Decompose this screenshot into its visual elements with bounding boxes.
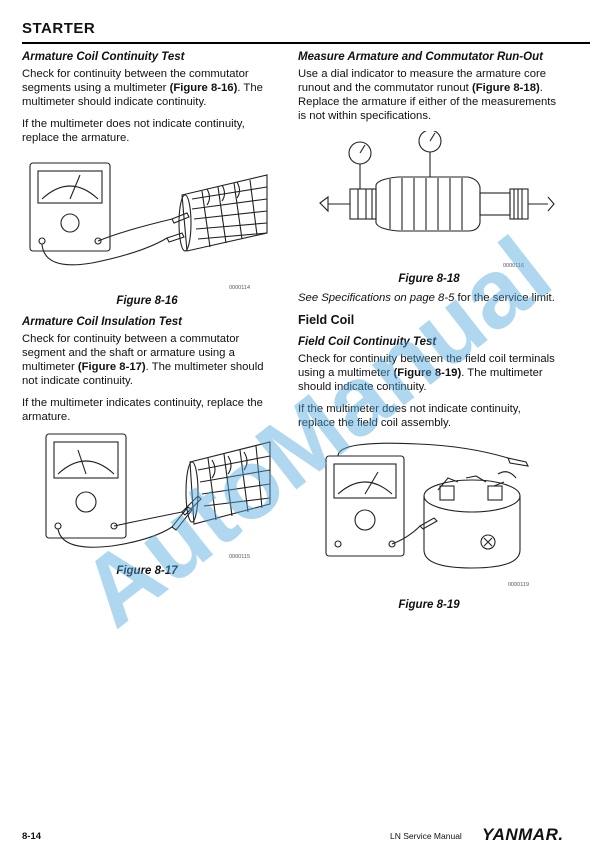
field-coil-continuity-heading: Field Coil Continuity Test: [298, 336, 437, 348]
text-run: Check for continuity between the commuta…: [22, 68, 249, 94]
text-run: Check for continuity between a commutato…: [22, 333, 240, 373]
image-id: 0000114: [229, 285, 251, 291]
image-id: 0000115: [229, 554, 251, 560]
armature-replace-paragraph: If the multimeter does not indicate cont…: [22, 118, 245, 144]
multimeter-armature-illustration: [29, 162, 268, 266]
dial-indicator-illustration: [319, 129, 555, 232]
figure-reference: (Figure 8-19): [393, 367, 462, 379]
image-id: 0000119: [508, 582, 530, 588]
specifications-paragraph: See Specifications on page 8-5 for the s…: [298, 291, 560, 305]
armature-coil-continuity-heading: Armature Coil Continuity Test: [22, 51, 185, 63]
section-title: STARTER: [22, 20, 96, 37]
right-column: Measure Armature and Commutator Run-Out …: [298, 50, 560, 618]
text-run: Use a dial indicator to measure the arma…: [298, 68, 547, 94]
field-coil-multimeter-illustration: [325, 442, 529, 569]
manual-name: LN Service Manual: [390, 831, 462, 841]
armature-replace-paragraph-2: If the multimeter indicates continuity, …: [22, 397, 263, 423]
text-run: . The multimeter should indicate continu…: [22, 82, 263, 108]
header-rule: [22, 42, 590, 44]
figure-8-18: 0000116 Figure 8-18: [298, 129, 560, 291]
figure-8-16: 0000114 Figure 8-16: [22, 153, 272, 307]
text-run: . The multimeter should indicate continu…: [298, 367, 543, 393]
armature-coil-insulation-heading: Armature Coil Insulation Test: [22, 316, 182, 328]
field-coil-paragraph: Check for continuity between the field c…: [298, 352, 560, 394]
image-id: 0000116: [503, 263, 525, 269]
left-column: Armature Coil Continuity Test Check for …: [22, 50, 272, 582]
page-header: STARTER: [22, 20, 590, 44]
page-footer: 8-14 LN Service Manual YANMAR.: [22, 825, 590, 845]
field-coil-replace-paragraph: If the multimeter does not indicate cont…: [298, 403, 521, 429]
figure-reference: (Figure 8-16): [169, 82, 238, 94]
figure-8-17: 0000115 Figure 8-17: [22, 432, 272, 582]
text-run: . The multimeter should not indicate con…: [22, 361, 264, 387]
figure-8-19: 0000119 Figure 8-19: [298, 438, 560, 618]
figure-reference: (Figure 8-17): [77, 361, 146, 373]
runout-paragraph: Use a dial indicator to measure the arma…: [298, 67, 560, 123]
text-run: . Replace the armature if either of the …: [298, 82, 557, 122]
text-run: for the service limit.: [454, 292, 555, 304]
multimeter-insulation-illustration: [45, 433, 271, 548]
figure-caption: Figure 8-17: [116, 565, 178, 577]
figure-caption: Figure 8-16: [116, 295, 178, 307]
page-number: 8-14: [22, 831, 42, 842]
runout-heading: Measure Armature and Commutator Run-Out: [298, 51, 543, 63]
armature-insulation-paragraph: Check for continuity between a commutato…: [22, 332, 272, 388]
field-coil-heading: Field Coil: [298, 313, 355, 327]
figure-caption: Figure 8-18: [398, 273, 460, 285]
text-run: Check for continuity between the field c…: [298, 353, 555, 379]
armature-continuity-paragraph: Check for continuity between the commuta…: [22, 67, 272, 109]
figure-reference: (Figure 8-18): [471, 82, 540, 94]
brand-logo: YANMAR.: [482, 825, 564, 844]
figure-caption: Figure 8-19: [398, 599, 460, 611]
spec-reference-link[interactable]: See Specifications on page 8-5: [298, 292, 455, 304]
